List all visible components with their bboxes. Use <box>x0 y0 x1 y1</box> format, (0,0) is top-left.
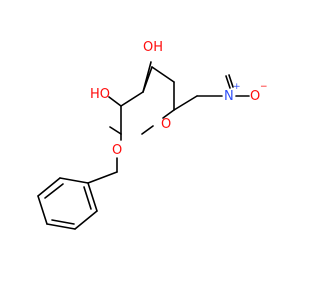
bond-c2-c3-top <box>120 91 144 107</box>
background <box>0 0 300 300</box>
label-nitro-o-charge: − <box>260 82 268 92</box>
bond-c1-ring-o <box>109 126 122 135</box>
label-oh-top: OH <box>143 40 163 55</box>
phenyl-bond-4 <box>46 223 76 230</box>
phenyl-double-3 <box>83 186 92 210</box>
bond-ch2-phenyl <box>87 171 118 184</box>
phenyl-bond-6 <box>87 182 98 212</box>
bond-n-o-double-bottom <box>228 74 234 88</box>
phenyl-double-1 <box>44 183 64 199</box>
bond-c-oh-top <box>142 61 152 93</box>
phenyl-ring <box>37 177 98 230</box>
phenyl-bond-3 <box>37 195 48 225</box>
bond-c4-c3 <box>151 66 175 83</box>
phenyl-bond-2 <box>37 177 61 197</box>
bond-c5-ch2-ring <box>162 109 175 119</box>
phenyl-double-2 <box>51 219 75 225</box>
bond-ring-o-ch2 <box>141 125 154 135</box>
bond-n-o-double-top <box>225 75 231 89</box>
molecule-structure-diagram: OH HO O O N + O − <box>0 0 300 300</box>
label-ether-oxygen: O <box>112 143 122 158</box>
substituent-bonds <box>87 61 250 184</box>
atom-labels: OH HO O O N + O − <box>90 40 268 158</box>
phenyl-bond-1 <box>59 177 89 184</box>
label-ring-oxygen: O <box>161 117 171 132</box>
bond-c5-ch2 <box>173 95 198 111</box>
label-nitro-n-charge: + <box>233 82 241 92</box>
label-nitro-o: O <box>250 89 260 104</box>
phenyl-bond-5 <box>74 210 98 230</box>
label-nitro-n: N <box>224 89 234 104</box>
label-ho-left: HO <box>90 87 110 102</box>
bond-c-ho-left <box>108 96 122 107</box>
